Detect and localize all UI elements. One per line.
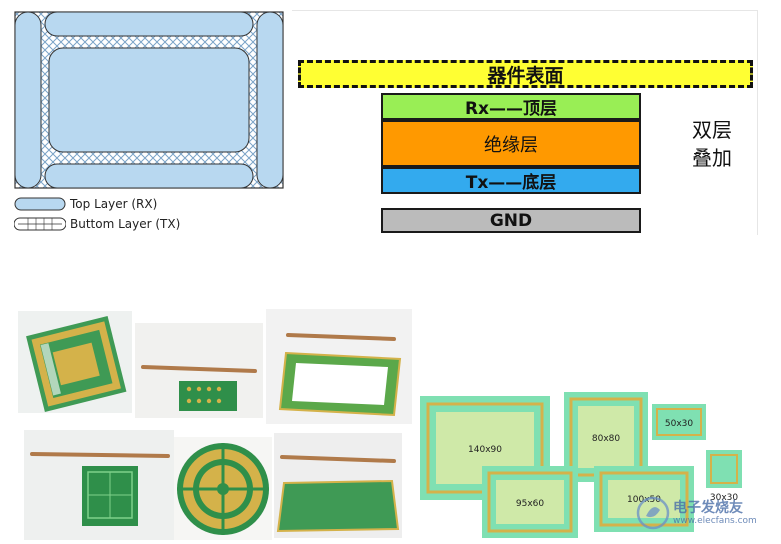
legend-top-layer-label: Top Layer (RX) bbox=[70, 197, 158, 211]
device-surface-layer: 器件表面 bbox=[298, 60, 753, 88]
coil-size-label: 50x30 bbox=[665, 419, 694, 429]
watermark-cn: 电子发烧友 bbox=[673, 499, 743, 516]
photo-small-pcb-pencil bbox=[135, 323, 263, 418]
coil-size-label: 30x30 bbox=[710, 493, 739, 503]
photo-square-sensor-pcb bbox=[18, 311, 132, 413]
insulation-layer: 绝缘层 bbox=[381, 120, 641, 167]
rx-right-bar bbox=[256, 11, 284, 189]
photo-frame-pcb-pencil bbox=[266, 309, 412, 424]
rx-top-bar bbox=[44, 11, 254, 37]
photo-circular-pcb bbox=[174, 437, 272, 540]
photo-large-pcb-pencil bbox=[274, 433, 402, 538]
gnd-label: GND bbox=[489, 210, 533, 231]
top-layer-swatch bbox=[14, 197, 66, 211]
bottom-layer-swatch bbox=[14, 217, 66, 231]
photo-coil-sizes: 140x90 80x80 50x30 95x60 100x50 bbox=[418, 390, 748, 542]
electrode-diagram bbox=[13, 10, 285, 190]
watermark-logo-icon bbox=[636, 496, 670, 530]
rx-layer-label: Rx——顶层 bbox=[464, 99, 558, 119]
rx-bottom-bar bbox=[44, 163, 254, 189]
coil-size-label: 140x90 bbox=[468, 445, 502, 455]
stack-side-label: 双层 叠加 bbox=[682, 116, 742, 172]
coil-95x60: 95x60 bbox=[482, 466, 578, 538]
rx-center bbox=[48, 47, 250, 153]
side-label-line1: 双层 bbox=[692, 118, 732, 142]
gnd-layer: GND bbox=[381, 208, 641, 233]
rx-top-layer: Rx——顶层 bbox=[381, 93, 641, 120]
watermark-url: www.elecfans.com bbox=[673, 515, 757, 526]
coil-size-label: 80x80 bbox=[592, 434, 621, 444]
side-label-line2: 叠加 bbox=[692, 146, 732, 170]
rx-left-bar bbox=[14, 11, 42, 189]
legend-bottom-layer: Buttom Layer (TX) bbox=[14, 216, 180, 232]
coil-50x30: 50x30 bbox=[652, 404, 706, 440]
device-surface-label: 器件表面 bbox=[487, 64, 564, 87]
coil-size-label: 95x60 bbox=[516, 499, 545, 509]
insulation-label: 绝缘层 bbox=[484, 134, 538, 156]
legend-top-layer: Top Layer (RX) bbox=[14, 196, 157, 212]
coil-30x30: 30x30 bbox=[706, 450, 742, 503]
tx-layer-label: Tx——底层 bbox=[465, 173, 557, 193]
tx-bottom-layer: Tx——底层 bbox=[381, 167, 641, 194]
watermark: 电子发烧友 www.elecfans.com bbox=[636, 496, 757, 530]
layer-stack-frame bbox=[292, 10, 758, 235]
photo-grid-pcb-pencil bbox=[24, 430, 174, 540]
legend-bottom-layer-label: Buttom Layer (TX) bbox=[70, 217, 181, 231]
